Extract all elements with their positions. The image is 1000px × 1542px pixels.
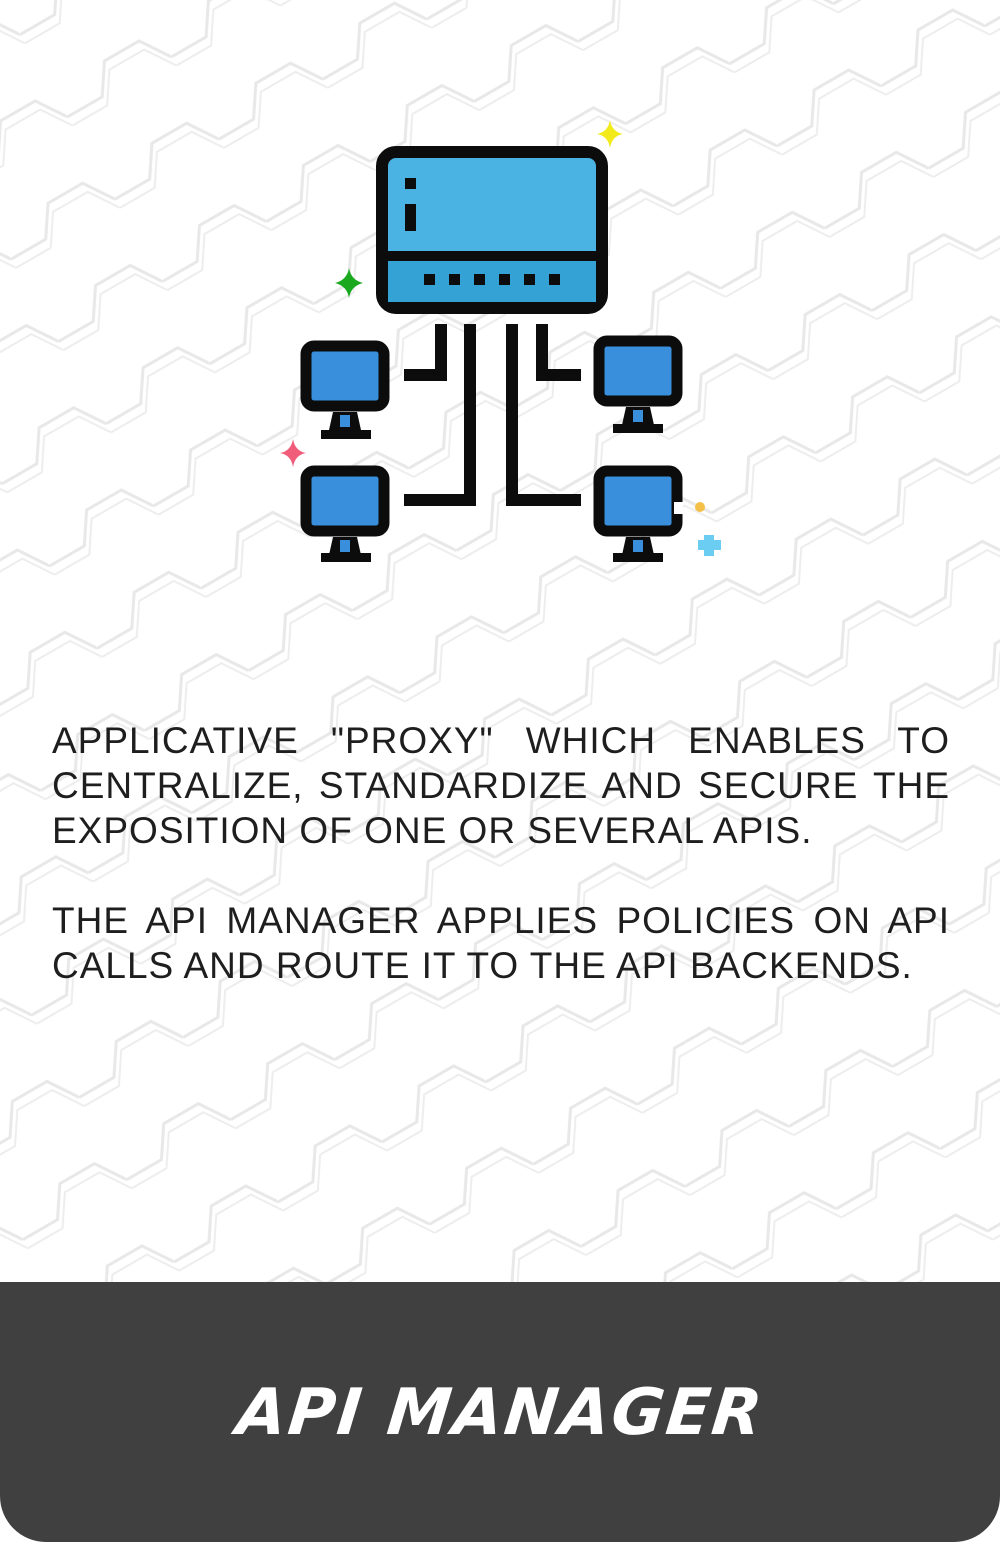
monitor-icon-top-right (593, 335, 683, 433)
monitor-icon-bottom-left (300, 465, 390, 562)
footer-title: API MANAGER (232, 1376, 768, 1450)
footer-bar: API MANAGER (0, 1282, 1000, 1542)
sparkle-yellow-icon (597, 120, 623, 148)
description: APPLICATIVE "PROXY" WHICH ENABLES TO CEN… (52, 718, 950, 988)
server (376, 146, 608, 314)
monitor-icon-top-left (300, 340, 390, 439)
dot-orange-icon (695, 502, 705, 512)
sparkle-green-icon (335, 268, 363, 298)
description-paragraph-1: APPLICATIVE "PROXY" WHICH ENABLES TO CEN… (52, 720, 950, 851)
description-paragraph-2: THE API MANAGER APPLIES POLICIES ON API … (52, 900, 950, 986)
plus-blue-icon (698, 535, 721, 556)
sparkle-pink-icon (280, 439, 306, 467)
server-network-icon (280, 120, 721, 562)
monitor-icon-bottom-right (593, 465, 683, 562)
